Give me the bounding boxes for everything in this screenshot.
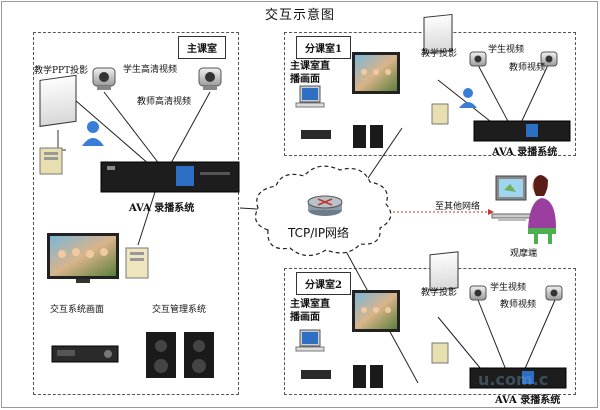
- diagram-title: 交互示意图: [264, 8, 335, 23]
- branch2-live-tv-icon: [352, 290, 400, 332]
- branch1-speakers-icon: [353, 125, 383, 148]
- branch2-recorder-label: AVA 录播系统: [495, 395, 561, 406]
- speaker-right-icon: [184, 332, 214, 378]
- speaker-left-icon: [146, 332, 176, 378]
- branch1-computer-tower-icon: [431, 103, 449, 125]
- user-icon: [82, 121, 104, 146]
- branch2-ppt-label: 教学投影: [421, 288, 458, 298]
- branch2-live-label-2: 播画面: [290, 312, 320, 323]
- branch1-student-camera-icon: [469, 51, 487, 67]
- branch2-ava-recorder-icon: [469, 367, 567, 389]
- branch2-computer-tower-icon: [431, 342, 449, 364]
- main-screen-label: 交互系统画面: [50, 305, 105, 315]
- branch1-recorder-label: AVA 录播系统: [492, 147, 558, 158]
- branch2-teacher-cam-label: 教师视频: [500, 300, 537, 310]
- branch1-amplifier-icon: [301, 130, 331, 139]
- branch1-student-cam-label: 学生视频: [488, 45, 525, 55]
- main-classroom-tag: 主课室: [178, 36, 226, 59]
- main-ppt-label: 教学PPT投影: [34, 66, 89, 76]
- branch1-teacher-camera-icon: [540, 51, 558, 67]
- projection-screen-icon: [39, 74, 77, 151]
- branch-classroom-1-tag: 分课室1: [296, 36, 351, 59]
- tv-monitor-icon: [47, 233, 119, 283]
- branch1-live-tv-icon: [352, 52, 400, 94]
- branch2-student-camera-icon: [469, 285, 487, 301]
- main-student-cam-label: 学生高清视频: [123, 65, 178, 75]
- main-teacher-cam-label: 教师高清视频: [137, 97, 192, 107]
- branch1-live-label-1: 主课室直: [290, 61, 330, 72]
- network-label: TCP/IP网络: [288, 226, 350, 240]
- branch2-amplifier-icon: [301, 370, 331, 379]
- branch2-live-label-1: 主课室直: [290, 299, 330, 310]
- branch1-user-icon: [459, 88, 477, 108]
- branch1-computer-icon: [295, 85, 325, 108]
- main-classroom: [33, 32, 239, 395]
- main-recorder-label: AVA 录播系统: [129, 203, 195, 214]
- amplifier-icon: [51, 345, 119, 363]
- branch1-live-label-2: 播画面: [290, 74, 320, 85]
- branch1-ava-recorder-icon: [473, 120, 571, 142]
- branch2-teacher-camera-icon: [545, 285, 563, 301]
- other-network-label: 至其他网络: [435, 202, 481, 212]
- management-server-icon: [125, 247, 149, 279]
- ava-recorder-main-icon: [100, 161, 240, 193]
- branch2-student-cam-label: 学生视频: [490, 283, 527, 293]
- viewer-person-icon: [528, 175, 556, 244]
- branch1-ppt-label: 教学投影: [421, 49, 458, 59]
- branch2-computer-icon: [295, 329, 325, 352]
- watermark-text: u.com.c: [478, 370, 549, 389]
- teacher-camera-icon: [198, 67, 222, 90]
- branch2-projection-screen-icon: [429, 251, 459, 292]
- student-camera-icon: [92, 67, 116, 90]
- branch1-teacher-cam-label: 教师视频: [509, 63, 546, 73]
- computer-tower-icon: [39, 147, 63, 175]
- viewer-workstation-icon: [491, 175, 533, 221]
- router-icon: [307, 195, 343, 216]
- viewer-label: 观摩端: [510, 249, 538, 259]
- branch1-projection-screen-icon: [423, 13, 453, 54]
- main-mgmt-label: 交互管理系统: [152, 305, 207, 315]
- branch2-speakers-icon: [353, 365, 383, 388]
- branch-classroom-2-tag: 分课室2: [296, 272, 351, 295]
